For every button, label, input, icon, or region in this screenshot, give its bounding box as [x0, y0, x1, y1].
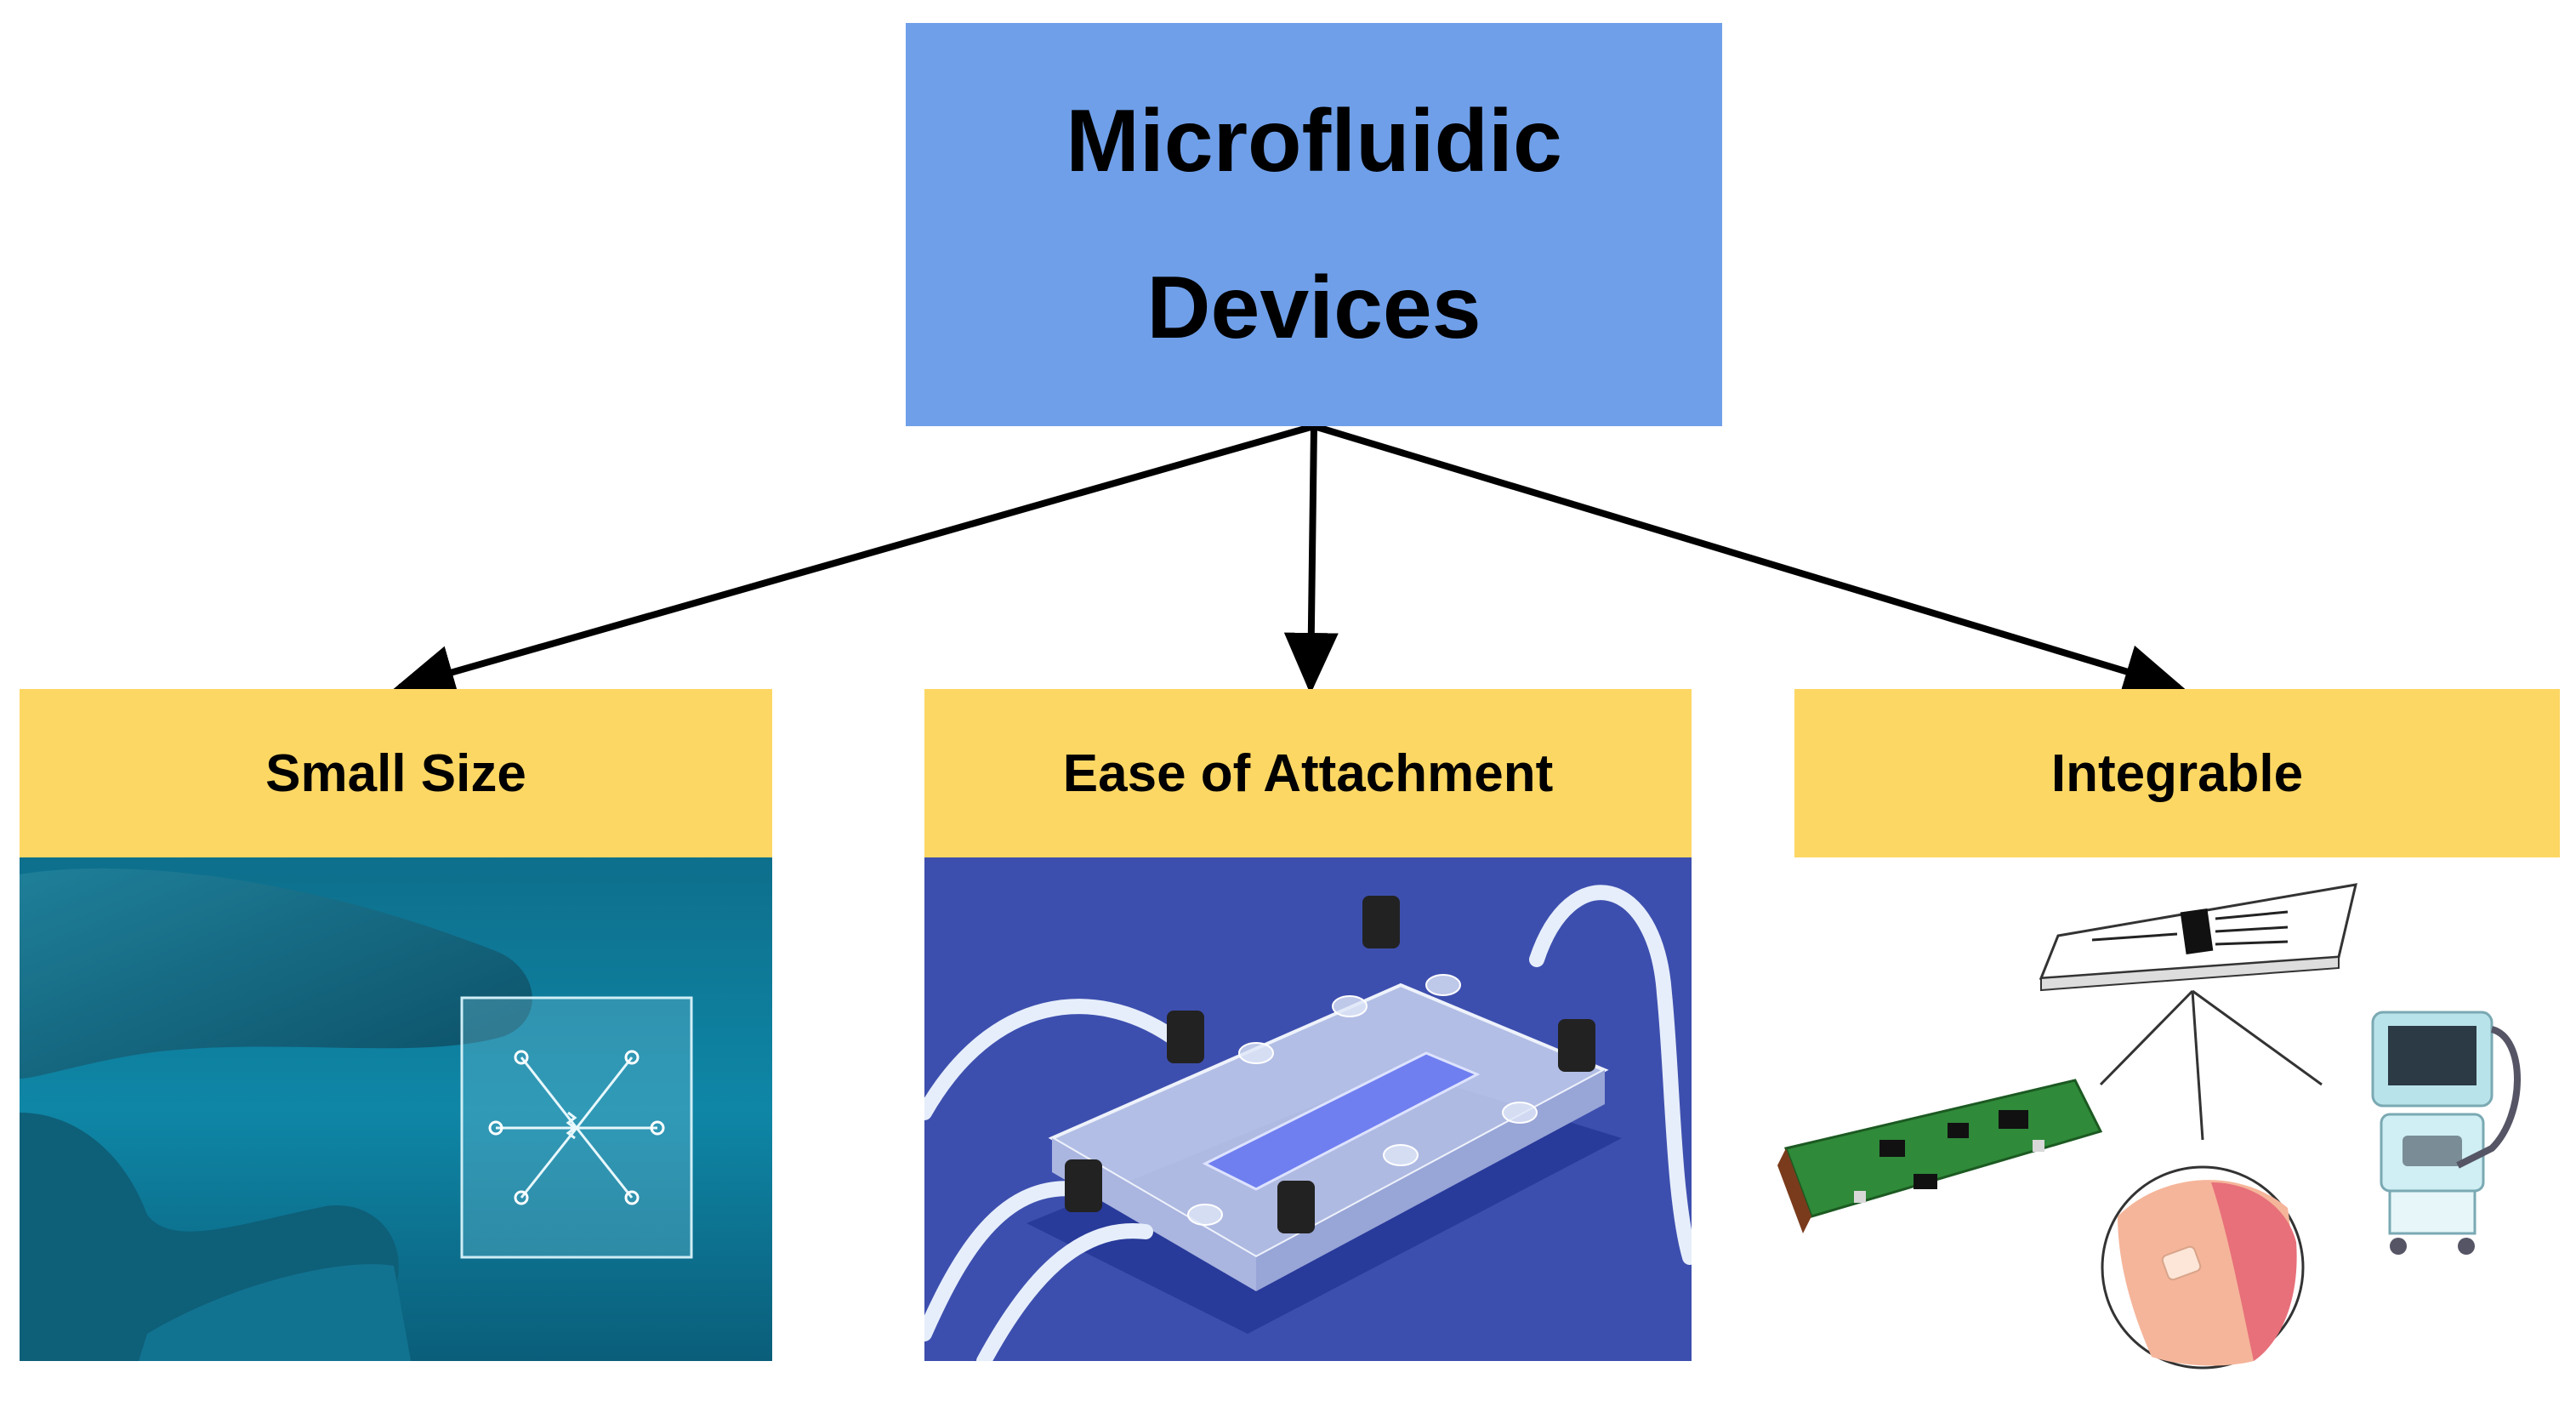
microchip-card [2039, 883, 2357, 992]
category-integrable: Integrable [1794, 689, 2560, 857]
category-small-size: Small Size [20, 689, 772, 857]
category-label: Integrable [2050, 743, 2304, 803]
root-title-line-2: Devices [1146, 259, 1481, 357]
category-ease-of-attachment: Ease of Attachment [924, 689, 1692, 857]
medical-monitor [2371, 1011, 2521, 1255]
arrow-to-small-size [393, 423, 1316, 699]
arrow-to-ease-of-attachment [1283, 425, 1339, 694]
small-size-photo [20, 857, 772, 1361]
integrable-illustration [1777, 859, 2560, 1401]
arrow-to-integrable [1312, 423, 2186, 698]
ease-of-attachment-photo [924, 857, 1692, 1361]
skin-patch [2101, 1165, 2305, 1370]
category-label: Small Size [265, 743, 526, 803]
category-label: Ease of Attachment [1062, 743, 1554, 803]
root-title-line-1: Microfluidic [1066, 92, 1562, 191]
root-node-microfluidic-devices: Microfluidic Devices [906, 23, 1722, 426]
circuit-board [1777, 1079, 2103, 1233]
